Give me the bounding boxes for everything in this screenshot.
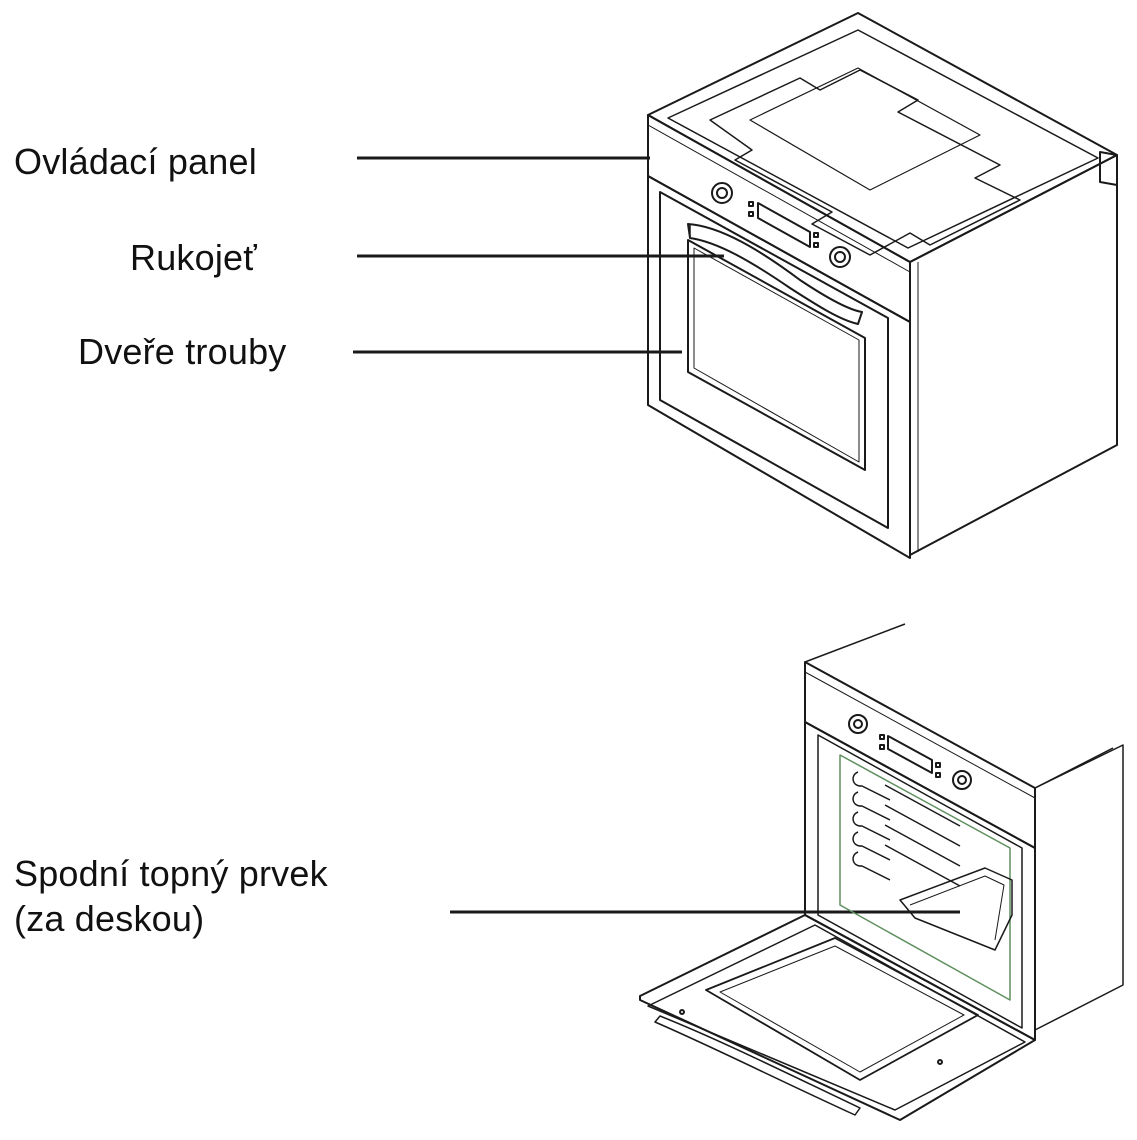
label-bottom-heating-element-note: (za deskou) <box>14 898 205 939</box>
label-oven-door: Dveře trouby <box>78 331 287 372</box>
open-oven <box>639 623 1124 1121</box>
label-handle: Rukojeť <box>130 237 257 278</box>
label-bottom-heating-element: Spodní topný prvek <box>14 853 328 894</box>
leader-lines <box>353 156 960 914</box>
closed-oven <box>647 12 1118 559</box>
label-control-panel: Ovládací panel <box>14 141 257 182</box>
